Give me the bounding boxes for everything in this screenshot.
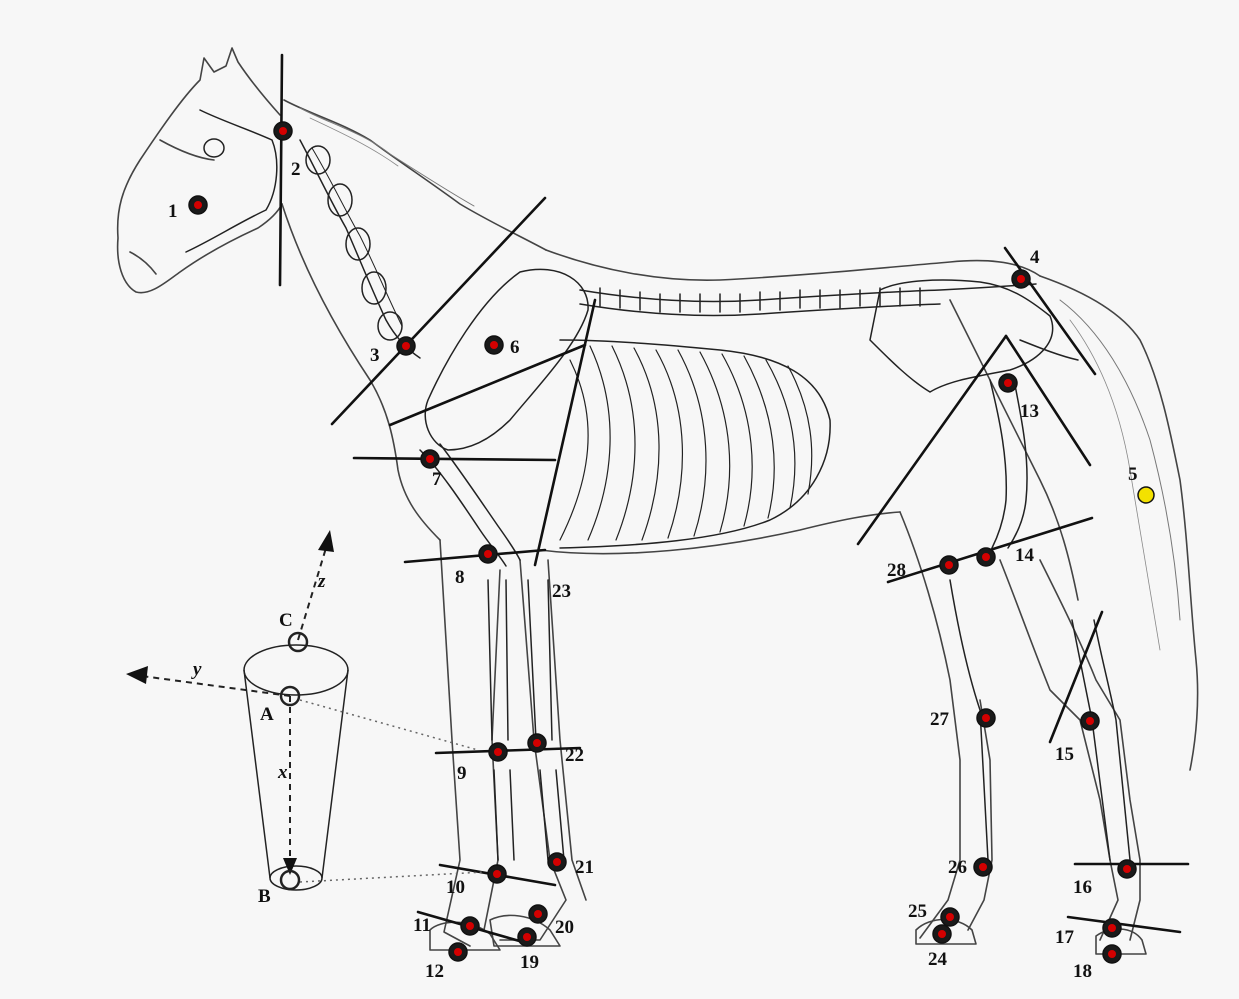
marker-label-17: 17 <box>1055 928 1074 947</box>
line-elbow <box>354 458 555 460</box>
marker-8-dot <box>484 550 492 558</box>
axis-y-line <box>142 676 290 696</box>
line-forearm <box>405 550 545 562</box>
cone-top <box>244 645 348 695</box>
marker-label-11: 11 <box>413 916 431 935</box>
axis-y-label: y <box>193 660 201 679</box>
axis-y-arrowhead <box>126 666 148 684</box>
marker-11-dot <box>466 922 474 930</box>
marker-label-21: 21 <box>575 858 594 877</box>
marker-2-dot <box>279 127 287 135</box>
marker-6-dot <box>490 341 498 349</box>
marker-28-dot <box>945 561 953 569</box>
marker-label-8: 8 <box>455 568 465 587</box>
marker-label-14: 14 <box>1015 546 1034 565</box>
marker-label-28: 28 <box>887 561 906 580</box>
line-neck-base <box>332 198 545 424</box>
marker-label-25: 25 <box>908 902 927 921</box>
marker-14-dot <box>982 553 990 561</box>
marker-27-dot <box>982 714 990 722</box>
marker-19-dot <box>523 933 531 941</box>
axis-z-arrowhead <box>318 530 334 552</box>
marker-label-24: 24 <box>928 950 947 969</box>
marker-15-dot <box>1086 717 1094 725</box>
marker-4-dot <box>1017 275 1025 283</box>
marker-3-dot <box>402 342 410 350</box>
marker-label-20: 20 <box>555 918 574 937</box>
marker-label-22: 22 <box>565 746 584 765</box>
marker-label-5: 5 <box>1128 465 1138 484</box>
marker-7-dot <box>426 455 434 463</box>
marker-24-dot <box>938 930 946 938</box>
marker-label-19: 19 <box>520 953 539 972</box>
marker-13-dot <box>1004 379 1012 387</box>
marker-16-dot <box>1123 865 1131 873</box>
marker-26-dot <box>979 863 987 871</box>
axis-z-line <box>298 548 326 640</box>
marker-25-dot <box>946 913 954 921</box>
segment-lines <box>280 55 1188 944</box>
marker-label-6: 6 <box>510 338 520 357</box>
line-hip-a <box>858 336 1006 544</box>
line-knee <box>436 748 580 753</box>
marker-18-dot <box>1108 950 1116 958</box>
marker-label-18: 18 <box>1073 962 1092 981</box>
marker-20-dot <box>534 910 542 918</box>
marker-dots <box>189 122 1154 963</box>
marker-label-3: 3 <box>370 346 380 365</box>
segment-model <box>126 530 484 890</box>
point-c-label: C <box>279 611 293 630</box>
point-a-label: A <box>260 705 274 724</box>
marker-10-dot <box>493 870 501 878</box>
marker-22-dot <box>533 739 541 747</box>
marker-label-10: 10 <box>446 878 465 897</box>
cone-right-edge <box>322 670 348 878</box>
marker-17-dot <box>1108 924 1116 932</box>
point-b-label: B <box>258 887 271 906</box>
axis-z-label: z <box>318 572 325 591</box>
marker-label-1: 1 <box>168 202 178 221</box>
marker-9-dot <box>494 748 502 756</box>
marker-label-23: 23 <box>552 582 571 601</box>
axis-x-label: x <box>278 763 288 782</box>
marker-label-12: 12 <box>425 962 444 981</box>
line-poll <box>280 55 282 285</box>
marker-label-13: 13 <box>1020 402 1039 421</box>
marker-1-dot <box>194 201 202 209</box>
marker-label-4: 4 <box>1030 248 1040 267</box>
marker-12-dot <box>454 948 462 956</box>
marker-label-26: 26 <box>948 858 967 877</box>
marker-5-ring <box>1138 487 1154 503</box>
marker-label-27: 27 <box>930 710 949 729</box>
marker-21-dot <box>553 858 561 866</box>
point-c-circle <box>289 633 307 651</box>
marker-label-16: 16 <box>1073 878 1092 897</box>
marker-label-2: 2 <box>291 160 301 179</box>
marker-label-9: 9 <box>457 764 467 783</box>
cone-left-edge <box>244 670 270 878</box>
marker-label-15: 15 <box>1055 745 1074 764</box>
marker-label-7: 7 <box>432 470 442 489</box>
